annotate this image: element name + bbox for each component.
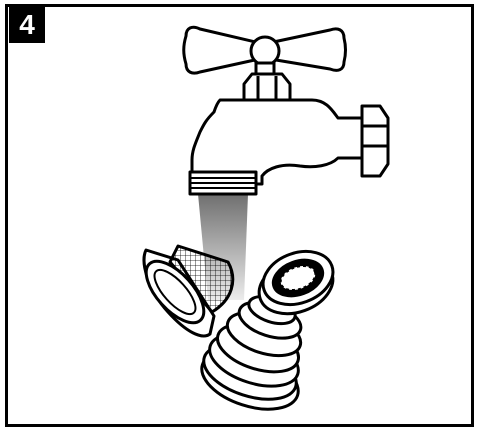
diagram-frame bbox=[5, 4, 474, 427]
step-number-badge: 4 bbox=[9, 7, 45, 43]
screen-filter-icon bbox=[142, 244, 235, 338]
aerator-disc-icon bbox=[257, 249, 335, 316]
aerator-cap-icon bbox=[200, 294, 303, 411]
faucet-icon bbox=[182, 25, 390, 196]
